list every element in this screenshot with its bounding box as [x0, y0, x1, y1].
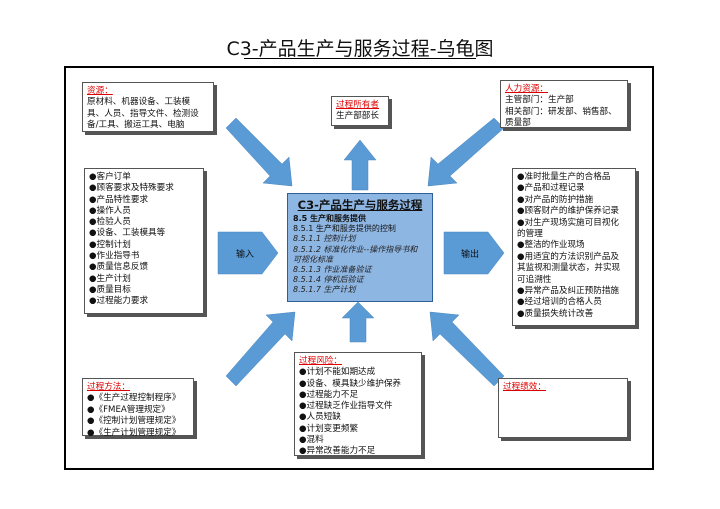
arrow-input: [217, 231, 279, 275]
owner-header: 过程所有者: [336, 100, 379, 110]
output-item: 的管理: [517, 229, 543, 240]
risk-item: ●人员短缺: [299, 412, 341, 423]
output-item: ●对生产现场实施可目视化: [517, 217, 620, 228]
output-item: ●经过培训的合格人员: [517, 297, 602, 308]
center-line: 可视化标准: [293, 254, 333, 264]
output-item: ●对产品的防护措施: [517, 194, 594, 205]
input-item: ●客户订单: [89, 172, 131, 182]
arrow-bottomright: [429, 311, 505, 387]
input-item: ●产品特性要求: [89, 194, 149, 205]
input-item: ●过程能力要求: [89, 296, 149, 307]
risk-item: ●计划变更频繁: [299, 423, 359, 434]
resources-line: 备/工具、搬运工具、电脑: [87, 120, 185, 131]
page-title: C3-产品生产与服务过程-乌龟图: [226, 38, 494, 60]
resources-box: 资源： 原材料、机器设备、工装模 具、人员、指导文件、检测设 备/工具、搬运工具…: [82, 82, 214, 132]
method-item: ●《生产过程控制程序》: [87, 393, 181, 404]
method-item: ●《控制计划管理规定》: [87, 416, 181, 427]
arrow-topright: [427, 117, 505, 187]
center-body: 8.5 生产和服务提供 8.5.1 生产和服务提供的控制 8.5.1.1 控制计…: [293, 214, 427, 296]
arrow-output: [443, 231, 505, 275]
output-item: ●产品和过程记录: [517, 183, 585, 194]
resources-header: 资源：: [87, 86, 113, 96]
input-item: ●设备、工装模具等: [89, 228, 166, 239]
performance-box: 过程绩效：: [498, 378, 628, 438]
center-process-box: C3-产品生产与服务过程 8.5 生产和服务提供 8.5.1 生产和服务提供的控…: [287, 193, 433, 302]
center-line: 8.5.1 生产和服务提供的控制: [293, 224, 396, 234]
risk-item: ●过程缺乏作业指导文件: [299, 401, 393, 412]
risks-box: 过程风险： ●计划不能如期达成 ●设备、模具缺少维护保养 ●过程能力不足 ●过程…: [294, 352, 422, 456]
human-resources-box: 人力资源： 主管部门：生产部 相关部门：研发部、销售部、 质量部: [500, 80, 628, 128]
input-item: ●顾客要求及特殊要求: [89, 183, 174, 194]
owner-box: 过程所有者 生产部部长: [331, 96, 389, 126]
method-item: ●《FMEA管理规定》: [87, 404, 170, 415]
title-underline: [244, 58, 476, 59]
input-item: ●生产计划: [89, 273, 131, 284]
input-item: ●质量信息反馈: [89, 262, 149, 273]
human-resources-line: 相关部门：研发部、销售部、: [505, 106, 617, 117]
outputs-box: ●准时批量生产的合格品 ●产品和过程记录 ●对产品的防护措施 ●顾客财产的维护保…: [512, 168, 636, 326]
human-resources-line: 质量部: [505, 118, 531, 129]
risk-item: ●计划不能如期达成: [299, 367, 376, 378]
human-resources-header: 人力资源：: [505, 84, 548, 94]
center-line: 8.5.1.3 作业准备验证: [293, 265, 372, 275]
output-item: 可追溯性: [517, 274, 552, 285]
center-line: 8.5.1.2 标准化作业--操作指导书和: [293, 244, 418, 254]
human-resources-line: 主管部门：生产部: [505, 95, 574, 106]
output-item: ●顾客财产的维护保养记录: [517, 206, 620, 217]
input-label: 输入: [236, 250, 255, 260]
resources-line: 具、人员、指导文件、检测设: [87, 108, 199, 119]
output-item: ●用适宜的方法识别产品及: [517, 251, 620, 262]
risks-header: 过程风险：: [299, 356, 342, 366]
center-line: 8.5.1.4 停机后验证: [293, 275, 364, 285]
input-item: ●控制计划: [89, 239, 131, 250]
center-line: 8.5.1.7 生产计划: [293, 285, 356, 295]
risk-item: ●过程能力不足: [299, 389, 359, 400]
center-line: 8.5.1.1 控制计划: [293, 234, 356, 244]
center-line: 8.5 生产和服务提供: [293, 214, 366, 223]
output-item: 其监视和测量状态，并实现: [517, 263, 621, 274]
arrow-topleft: [225, 117, 293, 187]
resources-line: 原材料、机器设备、工装模: [87, 97, 191, 108]
output-item: ●质量损失统计改善: [517, 308, 594, 319]
risk-item: ●异常改善能力不足: [299, 446, 376, 457]
arrow-up-owner: [343, 139, 377, 191]
owner-line: 生产部部长: [336, 111, 379, 122]
output-item: ●准时批量生产的合格品: [517, 172, 611, 182]
input-item: ●质量目标: [89, 284, 131, 295]
risk-item: ●混料: [299, 435, 324, 446]
methods-header: 过程方法：: [87, 382, 130, 392]
input-item: ●操作人员: [89, 205, 131, 216]
arrow-up-bottom: [341, 301, 375, 343]
performance-header: 过程绩效：: [503, 382, 546, 392]
output-item: ●异常产品及纠正预防措施: [517, 286, 620, 297]
inputs-box: ●客户订单 ●顾客要求及特殊要求 ●产品特性要求 ●操作人员 ●检验人员 ●设备…: [84, 168, 204, 314]
risk-item: ●设备、模具缺少维护保养: [299, 378, 402, 389]
input-item: ●检验人员: [89, 217, 131, 228]
output-label: 输出: [461, 250, 480, 260]
method-item: ●《生产计划管理规定》: [87, 427, 181, 438]
output-item: ●整洁的作业现场: [517, 240, 585, 251]
arrow-bottomleft: [225, 311, 296, 387]
center-title: C3-产品生产与服务过程: [297, 198, 423, 212]
input-item: ●作业指导书: [89, 251, 140, 262]
methods-box: 过程方法： ●《生产过程控制程序》 ●《FMEA管理规定》 ●《控制计划管理规定…: [82, 378, 194, 438]
